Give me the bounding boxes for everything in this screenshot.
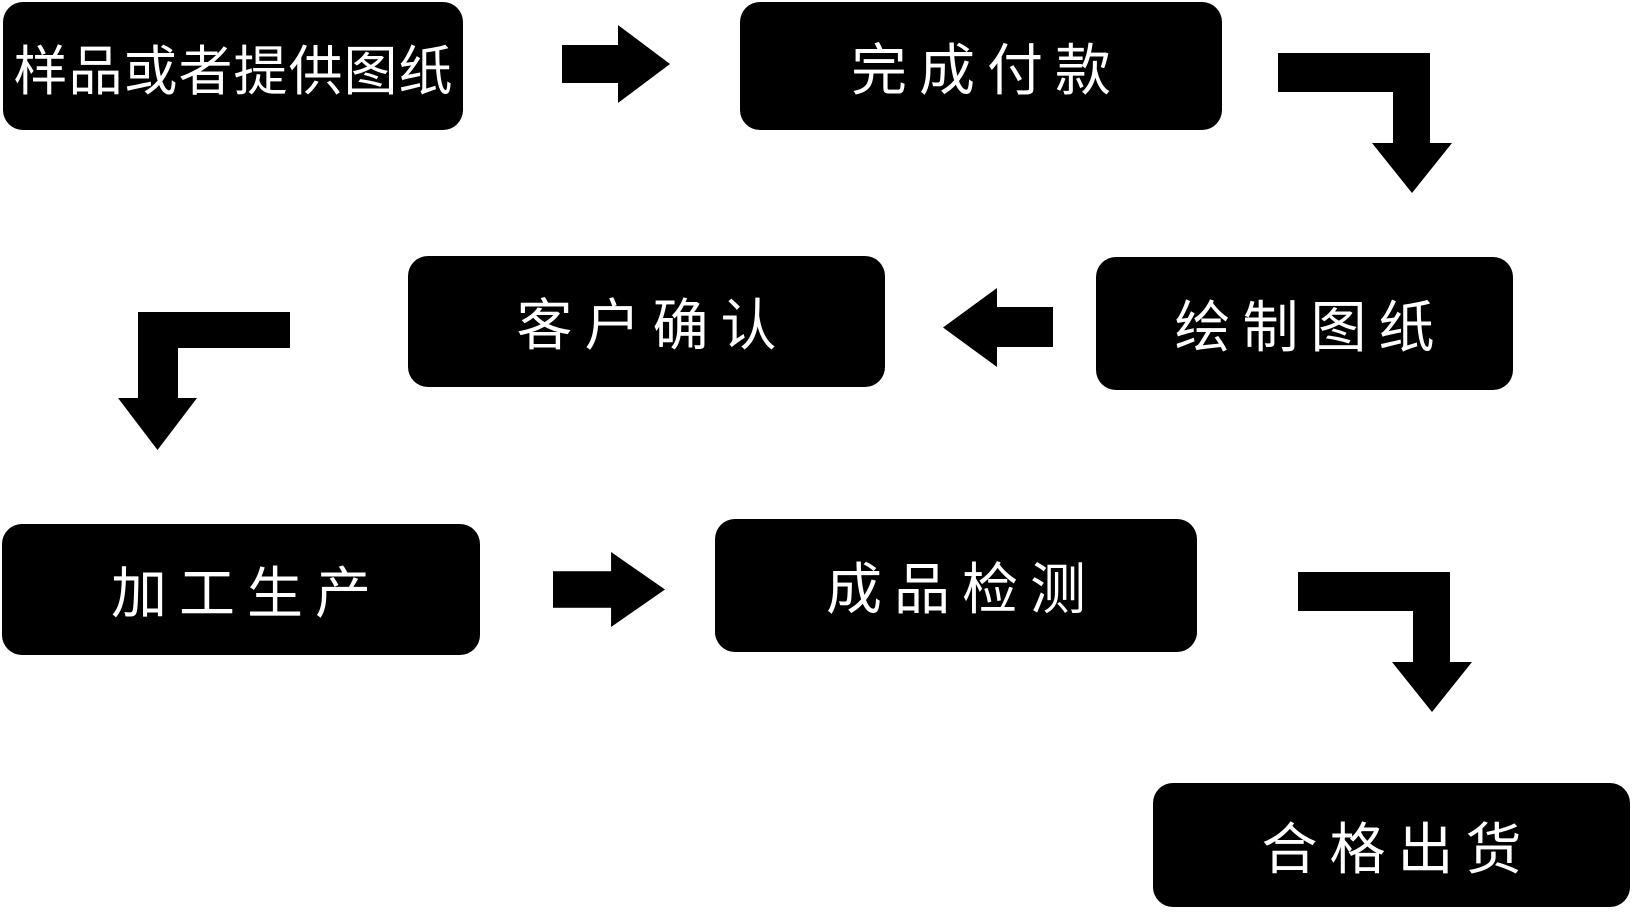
flow-node-complete-payment: 完成付款 (740, 2, 1222, 130)
flow-node-label: 绘制图纸 (1174, 296, 1447, 359)
flow-node-label: 合格出货 (1261, 817, 1534, 881)
arrow-right-icon (562, 25, 670, 103)
flow-node-finished-product-inspection: 成品检测 (715, 519, 1197, 652)
flow-node-draw-drawings: 绘制图纸 (1096, 257, 1513, 390)
flow-node-label: 成品检测 (826, 558, 1098, 621)
flow-node-sample-or-provide-drawings: 样品或者提供图纸 (3, 2, 463, 130)
arrow-right-icon (553, 552, 665, 627)
flow-node-label: 样品或者提供图纸 (13, 41, 454, 102)
arrow-elbow-down-right-icon (1278, 53, 1452, 193)
arrow-left-icon (943, 288, 1053, 367)
flow-node-customer-confirmation: 客户确认 (408, 256, 885, 387)
arrow-elbow-down-right-icon (1298, 572, 1472, 712)
flow-node-processing-production: 加工生产 (2, 524, 480, 655)
flow-node-label: 加工生产 (111, 562, 383, 625)
flow-node-label: 完成付款 (851, 38, 1123, 102)
flow-node-qualified-shipment: 合格出货 (1153, 783, 1630, 907)
arrow-elbow-down-left-icon (118, 312, 290, 450)
flow-node-label: 客户确认 (516, 294, 789, 357)
